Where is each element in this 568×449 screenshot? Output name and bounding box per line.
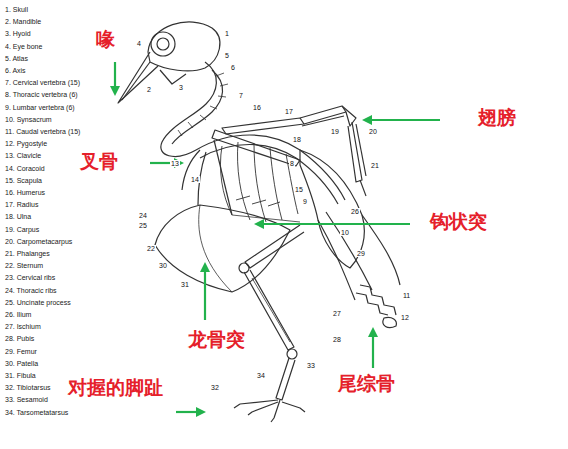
callout-number: 11 [402,292,411,299]
legend-list-item: 22. Sternum [5,262,43,269]
legend-list-item: 2. Mandible [5,18,41,25]
callout-number: 20 [368,128,378,135]
callout-number: 15 [294,186,304,193]
legend-list-item: 5. Atlas [5,55,28,62]
legend-list-item: 26. Ilium [5,311,31,318]
callout-number: 29 [356,250,366,257]
legend-list-item: 7. Cervical vertebra (15) [5,79,80,86]
callout-number: 10 [340,229,350,236]
legend-list-item: 8. Thoracic vertebra (6) [5,91,78,98]
legend-list-item: 11. Caudal vertebra (15) [5,128,80,135]
legend-list-item: 29. Femur [5,348,37,355]
callout-number: 6 [230,64,236,71]
chinese-label: 喙 [96,30,115,49]
callout-number: 18 [292,136,302,143]
legend-list-item: 23. Cervical ribs [5,274,55,281]
legend-list-item: 3. Hyoid [5,30,31,37]
legend-list-item: 34. Tarsometatarsus [5,409,68,416]
legend-list-item: 32. Tibiotarsus [5,384,51,391]
callout-number: 21 [370,162,380,169]
callout-number: 7 [238,92,244,99]
legend-list-item: 13. Clavicle [5,152,41,159]
legend-list-item: 6. Axis [5,67,26,74]
callout-number: 13 [170,160,180,167]
callout-number: 27 [332,310,342,317]
legend-list-item: 28. Pubis [5,335,34,342]
legend-list-item: 33. Sesamoid [5,396,48,403]
callout-number: 17 [284,108,294,115]
callout-number: 16 [252,104,262,111]
callout-number: 1 [224,30,230,37]
legend-list-item: 16. Humerus [5,189,45,196]
callout-number: 9 [302,198,308,205]
legend-list-item: 17. Radius [5,201,38,208]
legend-list-item: 14. Coracoid [5,165,45,172]
callout-number: 25 [138,222,148,229]
callout-number: 28 [332,336,342,343]
legend-list-item: 24. Thoracic ribs [5,287,57,294]
callout-number: 34 [256,372,266,379]
legend-list-item: 9. Lumbar vertebra (6) [5,104,75,111]
chinese-label: 龙骨突 [188,330,245,349]
legend-list-item: 25. Uncinate process [5,299,71,306]
callout-number: 4 [136,40,142,47]
legend-list-item: 15. Scapula [5,177,42,184]
legend-list-item: 19. Carpus [5,226,39,233]
legend-list-item: 18. Ulna [5,213,31,220]
legend-list-item: 20. Carpometacarpus [5,238,72,245]
callout-number: 14 [190,176,200,183]
callout-number: 19 [330,128,340,135]
chinese-label: 钩状突 [430,212,487,231]
chinese-label: 翅膀 [478,108,516,127]
callout-number: 31 [180,281,190,288]
callout-number: 2 [146,86,152,93]
callout-number: 26 [350,208,360,215]
callout-number: 24 [138,212,148,219]
callout-number: 33 [306,362,316,369]
legend-list-item: 1. Skull [5,6,28,13]
legend-list-item: 31. Fibula [5,372,36,379]
legend-list-item: 30. Patella [5,360,38,367]
legend-list-item: 12. Pygostyle [5,140,47,147]
chinese-label: 叉骨 [80,152,118,171]
callout-number: 30 [158,262,168,269]
callout-number: 12 [400,314,410,321]
legend-list-item: 10. Synsacrum [5,116,52,123]
chinese-label: 尾综骨 [338,374,395,393]
callout-number: 22 [146,245,156,252]
callout-number: 32 [210,384,220,391]
callout-number: 5 [224,52,230,59]
callout-number: 3 [178,84,184,91]
legend-list-item: 21. Phalanges [5,250,50,257]
chinese-label: 对握的脚趾 [68,378,163,397]
legend-list-item: 4. Eye bone [5,43,42,50]
legend-list-item: 27. Ischium [5,323,41,330]
callout-number: 8 [289,160,295,167]
